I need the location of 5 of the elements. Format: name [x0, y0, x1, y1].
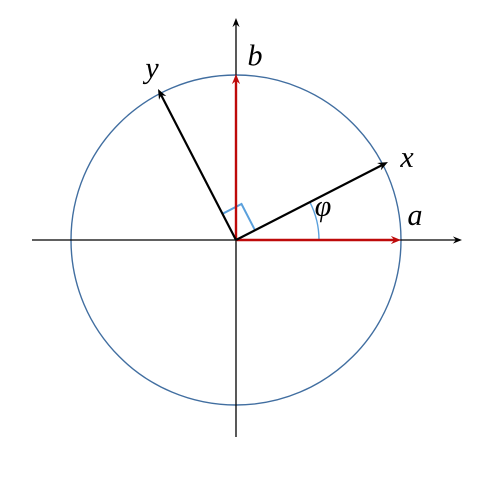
angle-label: φ — [316, 202, 330, 222]
axis-label: x — [400, 153, 414, 167]
axis-label: a — [408, 210, 422, 226]
axis-label: y — [142, 64, 159, 84]
axis-label: b — [248, 44, 262, 66]
